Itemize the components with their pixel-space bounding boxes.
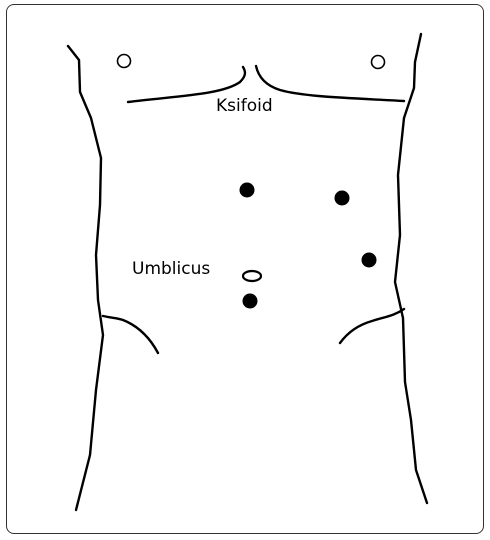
port-site-upper-right bbox=[335, 191, 350, 206]
right-costal-margin bbox=[256, 66, 404, 101]
left-nipple-marker bbox=[118, 55, 131, 68]
port-site-lateral-right bbox=[362, 253, 377, 268]
port-site-upper-midline bbox=[240, 183, 255, 198]
port-site-infraumbilical bbox=[243, 294, 258, 309]
torso-right-outline bbox=[395, 34, 427, 503]
torso-left-outline bbox=[68, 46, 103, 510]
umbilicus-label: Umblicus bbox=[132, 259, 210, 279]
right-nipple-marker bbox=[372, 56, 385, 69]
left-iliac-crest bbox=[103, 316, 158, 353]
umbilicus-marker bbox=[243, 271, 261, 281]
right-iliac-crest bbox=[340, 309, 404, 343]
xiphoid-label: Ksifoid bbox=[216, 96, 273, 116]
